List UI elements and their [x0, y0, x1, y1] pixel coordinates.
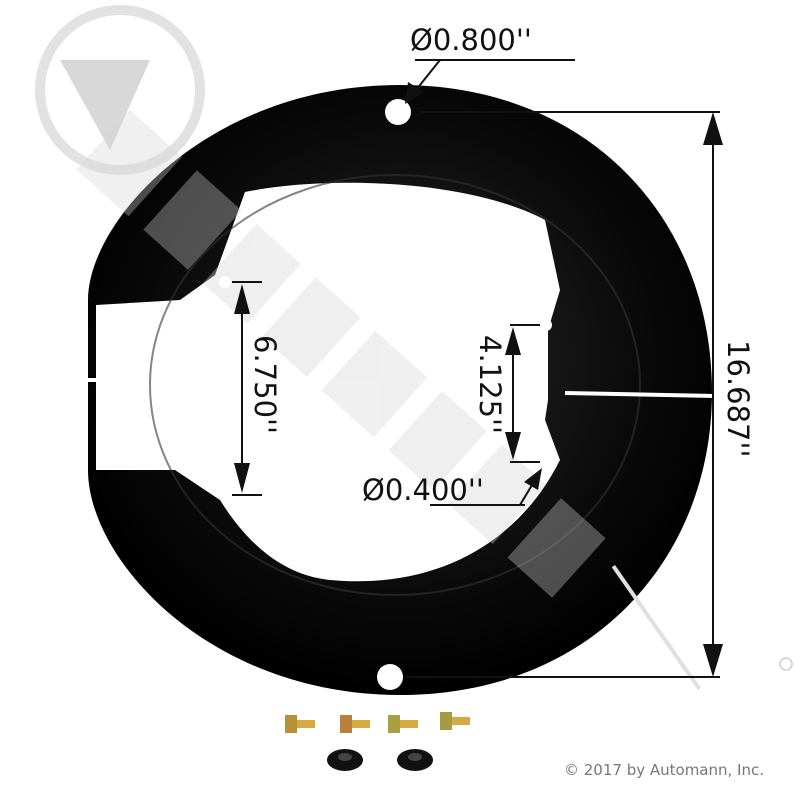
copyright-notice: © 2017 by Automann, Inc. — [563, 761, 764, 779]
bolts — [285, 712, 470, 733]
small-hole-diameter-label: Ø0.400'' — [362, 473, 484, 507]
right-hole-spacing-label: 4.125'' — [473, 335, 507, 434]
top-mount-hole — [385, 99, 411, 125]
top-hole-diameter-label: Ø0.800'' — [410, 23, 532, 57]
registered-mark — [779, 657, 793, 671]
grommets — [327, 749, 433, 771]
bottom-mount-hole — [377, 664, 403, 690]
watermark-site-mark — [611, 565, 702, 691]
watermark-logo — [35, 5, 205, 175]
left-hole-spacing-label: 6.750'' — [248, 335, 282, 434]
overall-height-label: 16.687'' — [721, 340, 755, 457]
watermark-band — [76, 110, 606, 598]
dimension-lines — [232, 59, 723, 678]
